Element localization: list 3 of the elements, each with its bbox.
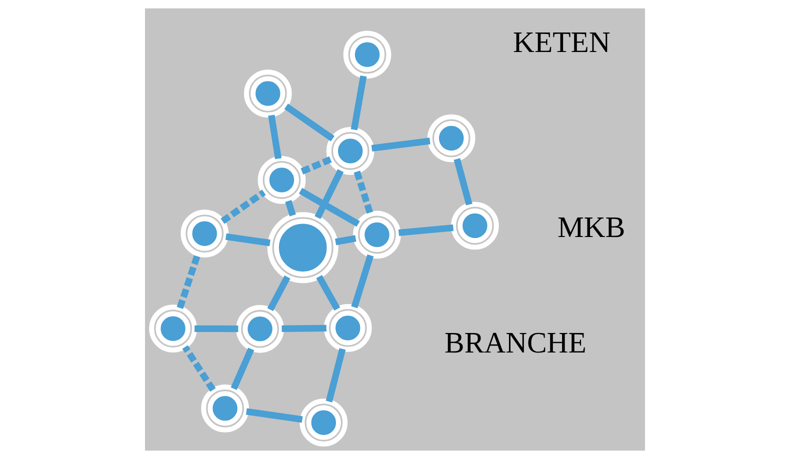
label: MKB (558, 212, 626, 244)
label: KETEN (513, 26, 610, 59)
label: BRANCHE (444, 327, 586, 360)
